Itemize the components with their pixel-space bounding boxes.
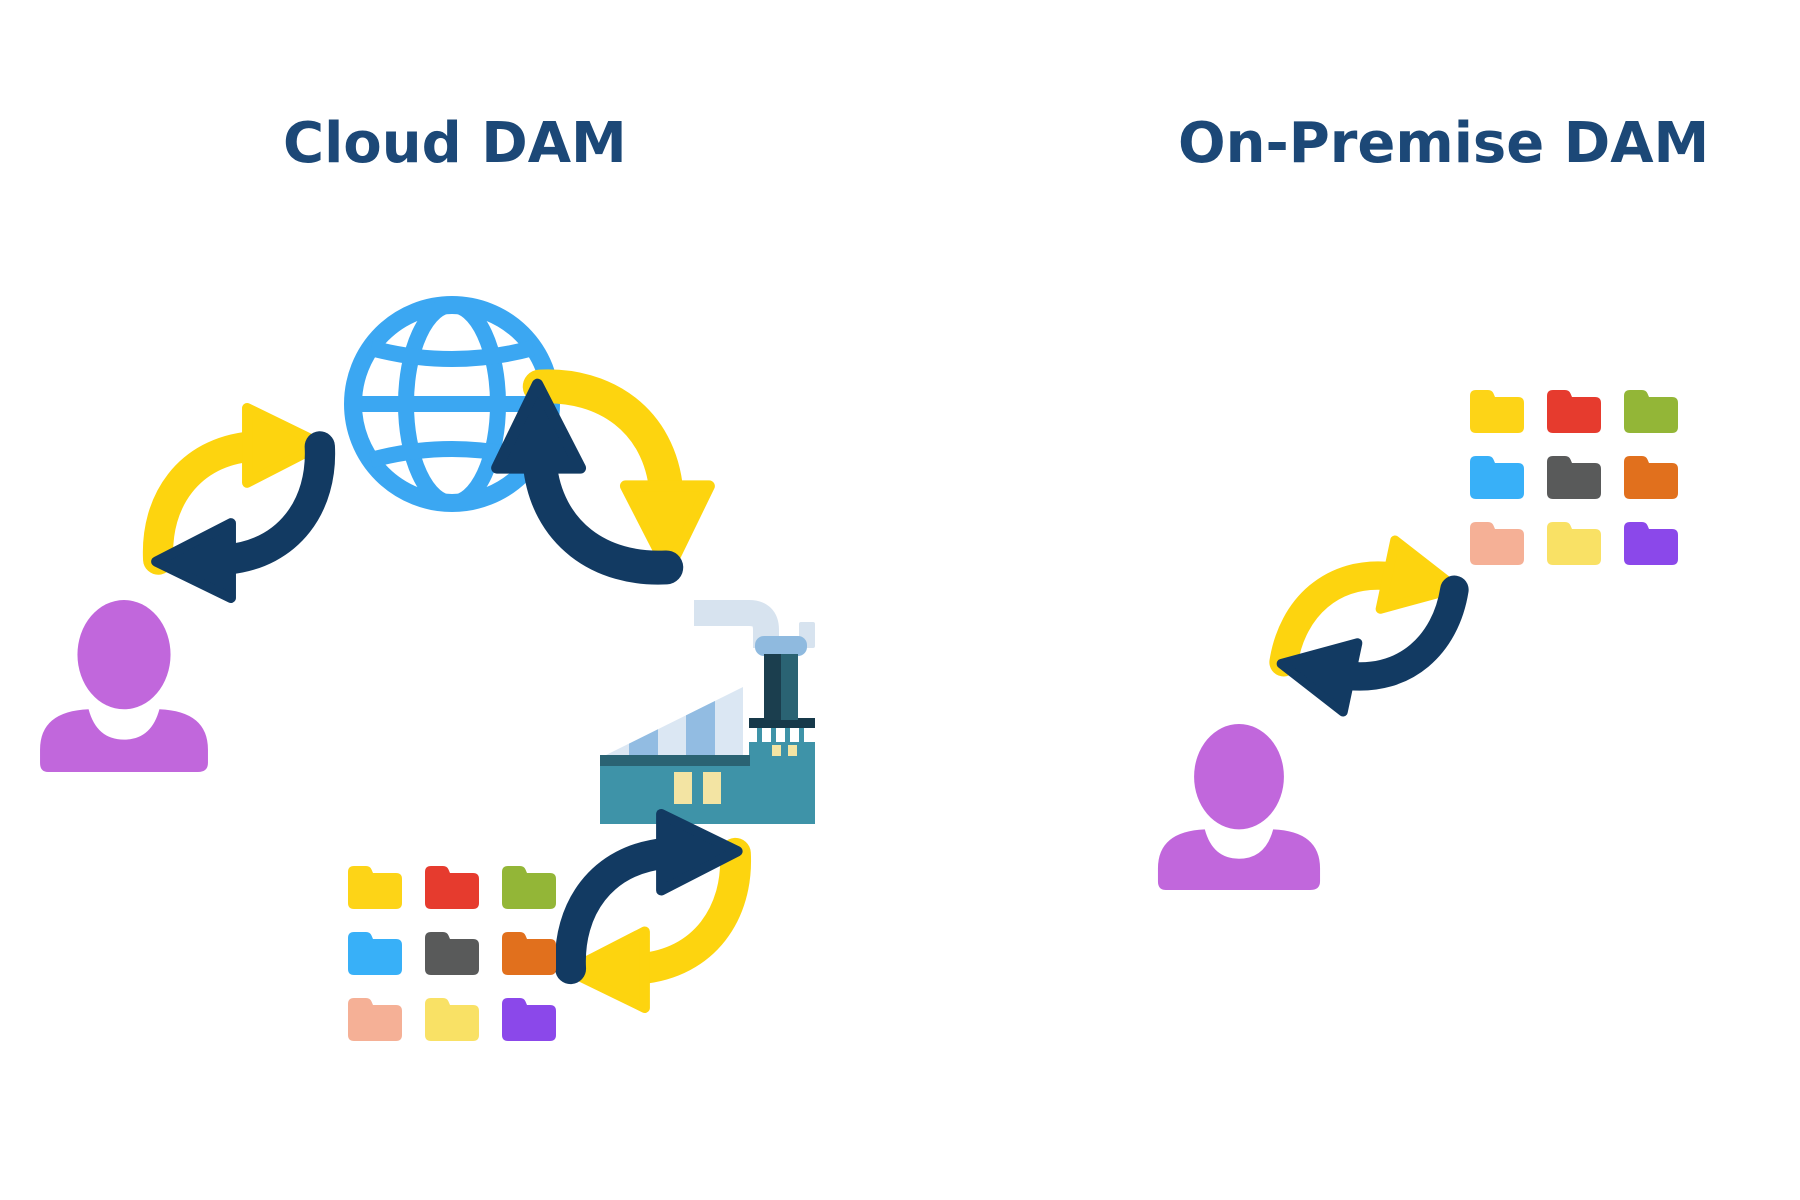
user-icon	[38, 598, 210, 772]
folder-grid-icon	[1470, 390, 1678, 565]
folder-icon	[348, 998, 402, 1041]
folder-icon	[502, 866, 556, 909]
on-premise-dam-title: On-Premise DAM	[1178, 111, 1710, 176]
cloud-dam-title: Cloud DAM	[283, 111, 627, 176]
folder-grid-icon	[348, 866, 556, 1041]
folder-icon	[1547, 522, 1601, 565]
factory-icon	[563, 592, 823, 824]
folder-icon	[425, 998, 479, 1041]
sync-icon	[1274, 531, 1464, 721]
user-icon	[1156, 722, 1322, 890]
sync-icon	[138, 402, 340, 604]
folder-icon	[1470, 522, 1524, 565]
folder-icon	[1470, 456, 1524, 499]
folder-icon	[1547, 456, 1601, 499]
folder-icon	[425, 932, 479, 975]
folder-icon	[1624, 390, 1678, 433]
folder-icon	[1624, 522, 1678, 565]
folder-icon	[1470, 390, 1524, 433]
folder-icon	[502, 932, 556, 975]
sync-icon	[490, 364, 716, 590]
folder-icon	[502, 998, 556, 1041]
folder-icon	[1547, 390, 1601, 433]
folder-icon	[348, 932, 402, 975]
sync-icon	[550, 808, 756, 1014]
folder-icon	[425, 866, 479, 909]
folder-icon	[1624, 456, 1678, 499]
folder-icon	[348, 866, 402, 909]
